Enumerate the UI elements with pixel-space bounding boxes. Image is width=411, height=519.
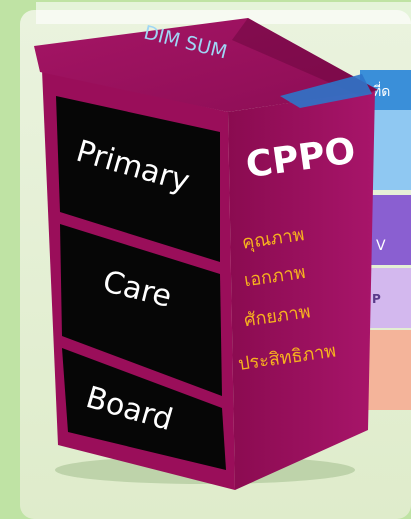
box-lid-blue-edge	[280, 74, 372, 108]
box-lid	[34, 18, 378, 112]
strip-middle-text: V	[376, 238, 386, 254]
drawer-board	[62, 348, 226, 470]
box-side-face	[228, 90, 375, 490]
drawer-primary	[56, 96, 220, 262]
strip-top-right-text: ที่ด	[372, 82, 390, 100]
strip-lower-text: P	[372, 292, 381, 306]
drawer-care	[60, 224, 222, 396]
box-lid-flap	[232, 18, 378, 96]
slide-panel-inner-border	[36, 2, 411, 24]
